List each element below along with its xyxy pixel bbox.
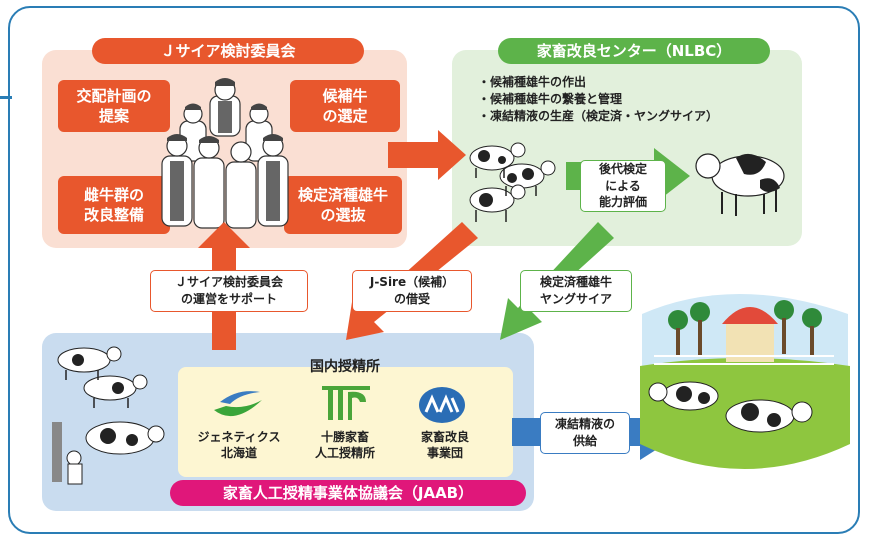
genetics-hokkaido-logo <box>214 391 262 417</box>
tokachi-logo <box>322 386 370 420</box>
proven-bulls-callout: 検定済種雄牛 ヤングサイア <box>520 270 632 312</box>
domestic-ai-centers-title: 国内授精所 <box>310 359 380 375</box>
committee-members-illustration <box>161 78 289 229</box>
frame-connector-line <box>0 96 12 99</box>
mating-plan-box: 交配計画の 提案 <box>58 80 170 132</box>
nlbc-task-item: ・凍結精液の生産（検定済・ヤングサイア） <box>478 109 719 123</box>
nlbc-task-list: ・候補種雄牛の作出 ・候補種雄牛の繋養と管理 ・凍結精液の生産（検定済・ヤングサ… <box>478 74 718 125</box>
member-name: 家畜改良 事業団 <box>420 430 469 460</box>
jsire-lend-callout: J-Sire（候補） の借受 <box>352 270 472 312</box>
candidate-selection-box: 候補牛 の選定 <box>290 80 400 132</box>
progeny-test-label: 後代検定 による 能力評価 <box>580 160 666 212</box>
domestic-ai-centers-box <box>178 367 513 477</box>
nlbc-cows-illustration <box>469 142 556 222</box>
evaluated-bull-illustration <box>695 153 785 216</box>
proven-bull-selection-box: 検定済種雄牛 の選抜 <box>284 176 402 234</box>
jaab-cows-and-farmer-illustration <box>52 346 165 485</box>
nlbc-title: 家畜改良センター（NLBC） <box>498 38 770 64</box>
nlbc-task-item: ・候補種雄牛の作出 <box>478 75 587 89</box>
member-name: 十勝家畜 人工授精所 <box>314 430 375 460</box>
cow-herd-improvement-box: 雌牛群の 改良整備 <box>58 176 170 234</box>
member-name: ジェネティクス 北海道 <box>197 430 281 460</box>
jaab-title: 家畜人工授精事業体協議会（JAAB） <box>170 480 526 506</box>
committee-to-nlbc-arrow <box>388 130 466 180</box>
liaj-logo <box>419 387 465 423</box>
nlbc-panel <box>452 50 802 246</box>
semen-supply-callout: 凍結精液の 供給 <box>540 412 630 454</box>
nlbc-task-item: ・候補種雄牛の繋養と管理 <box>478 92 623 106</box>
support-callout: Ｊサイア検討委員会 の運営をサポート <box>150 270 308 312</box>
jsire-committee-title: Ｊサイア検討委員会 <box>92 38 364 64</box>
farm-scene-illustration <box>640 294 850 469</box>
